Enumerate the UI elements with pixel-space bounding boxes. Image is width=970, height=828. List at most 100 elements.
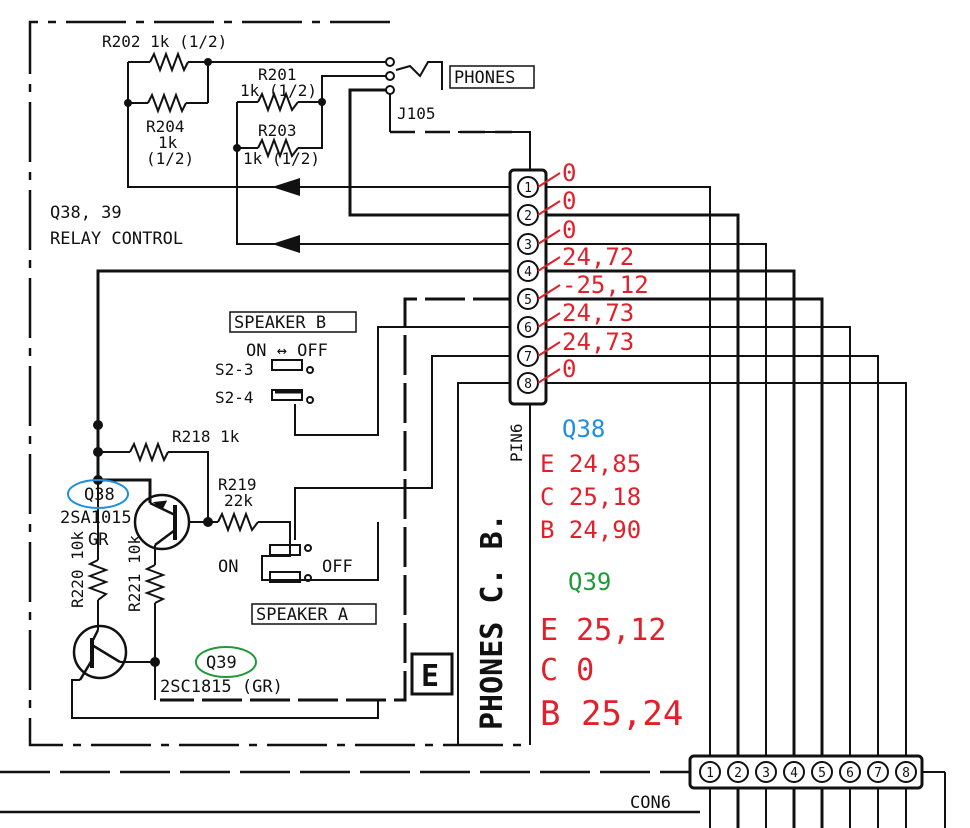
label-r201: R201 bbox=[258, 65, 297, 84]
label-q38: Q38 bbox=[84, 485, 115, 505]
resistor-r220 bbox=[87, 559, 109, 601]
transistor-q38 bbox=[133, 493, 191, 551]
q39-base-leg bbox=[90, 629, 100, 643]
jack-contact bbox=[385, 57, 395, 67]
q38-arrow bbox=[152, 500, 168, 510]
label-r219: R219 bbox=[218, 475, 257, 494]
label-phones: PHONES bbox=[454, 68, 515, 88]
bus-pin2 bbox=[542, 213, 740, 760]
pin-voltage-5: -25,12 bbox=[562, 271, 649, 299]
note-q38-line: E 24,85 bbox=[540, 450, 641, 478]
label-j105: J105 bbox=[397, 104, 436, 123]
junction-dot bbox=[93, 447, 103, 457]
label-off: OFF bbox=[322, 557, 353, 577]
junction-dot bbox=[93, 420, 103, 430]
resistor-r202 bbox=[149, 51, 189, 73]
pin-voltage-2: 0 bbox=[562, 187, 576, 215]
q39-collector-leg bbox=[91, 643, 121, 664]
s2-3-contact bbox=[271, 359, 303, 371]
label-relay-control: RELAY CONTROL bbox=[50, 229, 183, 249]
wire-pin8 bbox=[457, 382, 513, 745]
pin-voltage-3: 0 bbox=[562, 216, 576, 244]
wire-r203-b bbox=[298, 102, 323, 149]
q39-highlight-circle bbox=[195, 646, 257, 678]
relay-arrow-2 bbox=[272, 235, 300, 253]
con6-pin-6 bbox=[839, 761, 861, 783]
sa-contact-dot bbox=[304, 574, 312, 582]
voltage-leader-line bbox=[537, 229, 561, 245]
pin-voltage-7: 24,73 bbox=[562, 328, 634, 356]
label-q38-gr: GR bbox=[88, 530, 109, 550]
switch-s2 bbox=[269, 359, 314, 583]
note-q38-line: C 25,18 bbox=[540, 483, 641, 511]
pin6-housing bbox=[508, 168, 548, 406]
q38-collector-leg bbox=[154, 529, 176, 546]
junction-dot bbox=[204, 58, 212, 66]
label-r204-value: 1k bbox=[158, 133, 178, 152]
label-r203-value: 1k (1/2) bbox=[243, 149, 320, 168]
label-r219-value: 22k bbox=[224, 491, 253, 510]
label-r218: R218 1k bbox=[172, 427, 240, 446]
voltage-leader-line bbox=[537, 200, 561, 216]
pin6-pin-number: 3 bbox=[524, 238, 532, 253]
note-q38-title: Q38 bbox=[562, 415, 605, 443]
note-q39-line: B 25,24 bbox=[540, 694, 683, 734]
label-r220: R220 10k bbox=[68, 531, 87, 608]
label-r203: R203 bbox=[258, 121, 297, 140]
label-phones-cb: PHONES C. B. bbox=[475, 513, 510, 730]
label-on-off: ON ↔ OFF bbox=[246, 341, 328, 361]
transistor-q39 bbox=[72, 624, 128, 681]
pin-voltage-8: 0 bbox=[562, 355, 576, 383]
jack-contact bbox=[385, 71, 395, 81]
voltage-leader-line bbox=[537, 256, 561, 272]
con6-pin-number: 7 bbox=[874, 766, 882, 781]
resistor-r221 bbox=[144, 564, 166, 604]
con6-pin-number: 1 bbox=[706, 766, 714, 781]
label-q39-type: 2SC1815 (GR) bbox=[160, 677, 283, 697]
pin-voltage-1: 0 bbox=[562, 159, 576, 187]
sa-contact-dot bbox=[304, 544, 312, 552]
speaker-a-box bbox=[251, 603, 377, 625]
junction-dot bbox=[150, 657, 160, 667]
wire-q39-e bbox=[71, 679, 379, 719]
pin-voltage-6: 24,73 bbox=[562, 299, 634, 327]
pin6-pin-number: 8 bbox=[524, 377, 532, 392]
resistor-r218 bbox=[129, 441, 169, 463]
voltage-leader-line bbox=[537, 284, 561, 300]
con6-pin-3 bbox=[755, 761, 777, 783]
wire-r218-b bbox=[168, 451, 209, 522]
resistor-r219 bbox=[217, 511, 259, 533]
board-outline-left bbox=[28, 20, 530, 747]
wire-r201-b bbox=[298, 75, 388, 103]
pin6-pin-number: 7 bbox=[524, 350, 532, 365]
bus-pin8 bbox=[542, 382, 907, 760]
sa-on-contact bbox=[269, 544, 301, 556]
pin6-pin-number: 5 bbox=[524, 293, 532, 308]
bus-pin3 bbox=[542, 243, 767, 760]
bus-pin6 bbox=[542, 326, 851, 760]
labels: R202 1k (1/2) R201 1k (1/2) R204 1k (1/2… bbox=[50, 32, 671, 813]
voltage-leader-line bbox=[537, 172, 561, 188]
resistor-r203 bbox=[257, 137, 299, 159]
wire-relay1 bbox=[127, 103, 513, 188]
wiring bbox=[0, 20, 946, 828]
label-on: ON bbox=[218, 557, 238, 577]
bus-pin1 bbox=[542, 186, 711, 760]
wire-pin6 bbox=[294, 326, 513, 436]
phones-board-outline bbox=[458, 131, 531, 745]
pin6-pin-number: 2 bbox=[524, 209, 532, 224]
e-box bbox=[410, 652, 454, 696]
label-s2-4: S2-4 bbox=[215, 388, 254, 407]
bus-pin4 bbox=[542, 269, 796, 760]
voltage-leader-line bbox=[537, 341, 561, 357]
con6-pin-2 bbox=[727, 761, 749, 783]
wire-pin5 bbox=[160, 297, 513, 702]
junction-dot bbox=[124, 99, 132, 107]
voltage-leader-line bbox=[537, 312, 561, 328]
wire-j105-pin2 bbox=[348, 88, 513, 217]
label-q38-type: 2SA1015 bbox=[60, 508, 132, 528]
junction-dot bbox=[318, 98, 326, 106]
